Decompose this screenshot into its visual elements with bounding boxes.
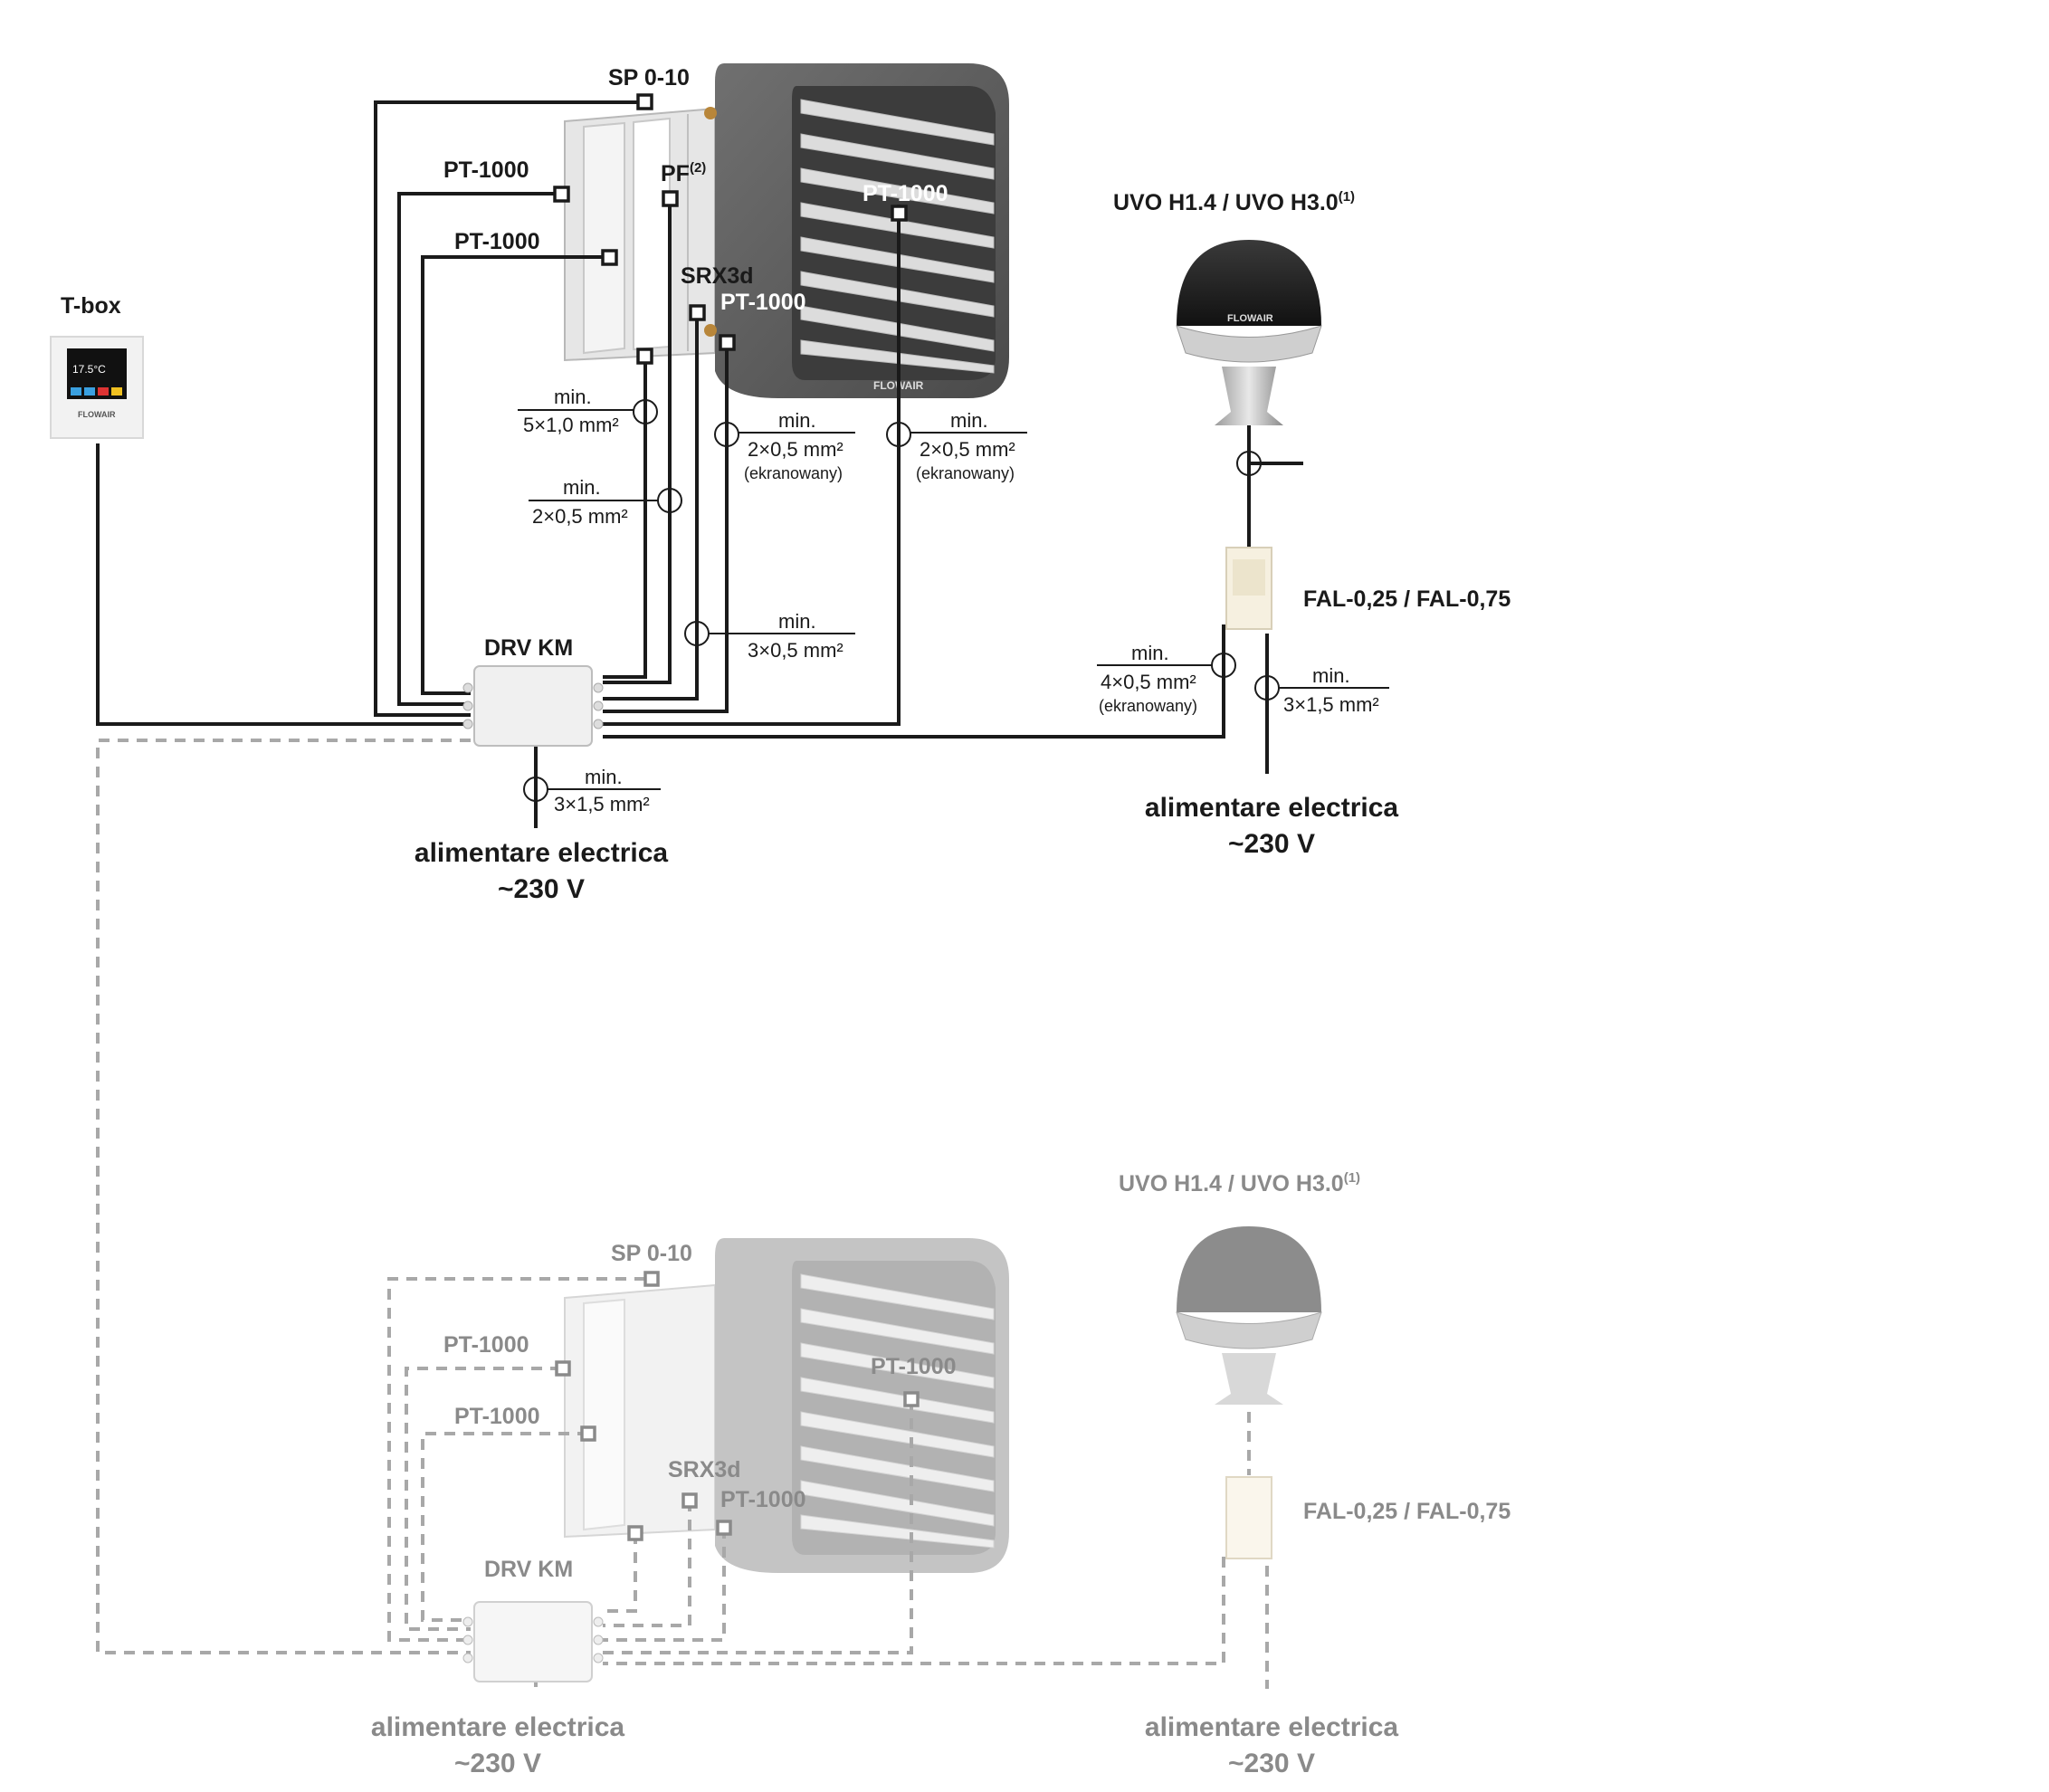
cable-annotation-c6: min. 3×1,5 mm² — [523, 766, 661, 815]
bottom-power-label-drv-l1: alimentare electrica — [371, 1712, 624, 1742]
sensor-pf — [662, 190, 679, 207]
bottom-drv-km-box: DRV KM — [462, 1557, 604, 1682]
svg-text:min.: min. — [563, 476, 601, 499]
cable-annotation-c8: min. 3×1,5 mm² — [1254, 664, 1389, 716]
power-label-drv-l1: alimentare electrica — [415, 838, 668, 868]
svg-text:min.: min. — [1131, 642, 1169, 664]
cable-annotation-c1: min. 5×1,0 mm² — [518, 386, 658, 436]
bottom-label-srx: SRX3d — [668, 1457, 741, 1482]
wire-pf — [603, 201, 672, 684]
svg-text:min.: min. — [554, 386, 592, 408]
bottom-label-pt1: PT-1000 — [443, 1332, 529, 1358]
svg-text:(ekranowany): (ekranowany) — [744, 464, 843, 482]
bottom-power-label-fal-l1: alimentare electrica — [1145, 1712, 1398, 1742]
svg-text:(ekranowany): (ekranowany) — [1099, 697, 1197, 715]
svg-text:min.: min. — [778, 409, 816, 432]
bottom-label-pt-heater: PT-1000 — [871, 1354, 957, 1379]
wire-link-systems — [96, 739, 471, 1654]
bottom-label-fal: FAL-0,25 / FAL-0,75 — [1303, 1499, 1511, 1524]
wire-pt-heater — [603, 205, 901, 726]
svg-text:3×1,5 mm²: 3×1,5 mm² — [1283, 693, 1379, 716]
wire-sp — [374, 100, 645, 717]
bottom-sensors — [555, 1271, 920, 1541]
wire-fal — [603, 624, 1225, 739]
power-label-drv-l2: ~230 V — [498, 874, 585, 904]
top-sensors — [553, 93, 908, 365]
sensor-pt1 — [553, 186, 570, 203]
top-system: FLOWAIR — [50, 63, 1511, 904]
bottom-system: SP 0-10 PT-1000 PT-1000 PT-1000 SRX3d PT… — [371, 1170, 1511, 1778]
bottom-power-label-fal-l2: ~230 V — [1228, 1749, 1315, 1778]
wire-frame-bottom — [603, 355, 647, 679]
svg-text:5×1,0 mm²: 5×1,0 mm² — [523, 414, 619, 436]
top-wiring — [96, 100, 1303, 828]
label-uvo: UVO H1.4 / UVO H3.0(1) — [1113, 189, 1355, 215]
bottom-uvo-roof-unit: UVO H1.4 / UVO H3.0(1) — [1119, 1170, 1360, 1405]
bottom-label-sp: SP 0-10 — [611, 1241, 692, 1266]
cable-annotation-c5: min. 3×0,5 mm² — [684, 610, 855, 662]
wire-srx — [603, 313, 699, 701]
label-tbox: T-box — [61, 293, 121, 319]
svg-text:min.: min. — [1312, 664, 1350, 687]
sensor-pt-heater — [891, 205, 908, 222]
label-pt-srx: PT-1000 — [720, 290, 806, 315]
svg-text:2×0,5 mm²: 2×0,5 mm² — [748, 438, 843, 461]
label-pt1: PT-1000 — [443, 157, 529, 183]
wire-tbox — [96, 443, 471, 726]
bottom-label-pt-srx: PT-1000 — [720, 1487, 806, 1512]
bottom-label-drv: DRV KM — [484, 1557, 573, 1582]
cable-annotation-c7: min. 4×0,5 mm² (ekranowany) — [1097, 642, 1236, 715]
tbox-temperature: 17.5°C — [72, 363, 106, 376]
fal-inverter: FAL-0,25 / FAL-0,75 — [1225, 547, 1511, 630]
svg-text:(ekranowany): (ekranowany) — [916, 464, 1015, 482]
sensor-srx — [689, 304, 706, 321]
sensor-pt2 — [601, 249, 618, 266]
drv-km-box: DRV KM — [462, 635, 604, 747]
uvo-brand-logo: FLOWAIR — [1227, 313, 1273, 324]
bottom-label-pt2: PT-1000 — [454, 1404, 540, 1429]
heater-unit: FLOWAIR — [704, 63, 1009, 398]
wire-pt1 — [397, 192, 561, 706]
sensor-sp — [636, 93, 653, 110]
power-label-fal-l2: ~230 V — [1228, 829, 1315, 859]
wire-pt2 — [421, 255, 609, 695]
svg-text:min.: min. — [950, 409, 988, 432]
svg-text:min.: min. — [778, 610, 816, 633]
label-srx: SRX3d — [681, 263, 754, 289]
svg-text:min.: min. — [585, 766, 623, 788]
svg-text:4×0,5 mm²: 4×0,5 mm² — [1101, 671, 1196, 693]
sensor-frame-bottom — [636, 348, 653, 365]
cable-annotation-c3: min. 2×0,5 mm² (ekranowany) — [714, 409, 855, 482]
label-drv: DRV KM — [484, 635, 573, 661]
tbox-controller: T-box 17.5°C FLOWAIR — [50, 293, 144, 439]
cable-annotation-c2: min. 2×0,5 mm² — [529, 476, 682, 528]
cable-annotation-c4: min. 2×0,5 mm² (ekranowany) — [886, 409, 1027, 482]
bottom-heater-frame — [564, 1283, 716, 1539]
wire-pt-srx — [603, 342, 729, 713]
bottom-label-uvo: UVO H1.4 / UVO H3.0(1) — [1119, 1170, 1360, 1196]
svg-text:2×0,5 mm²: 2×0,5 mm² — [532, 505, 628, 528]
bottom-power-label-drv-l2: ~230 V — [454, 1749, 541, 1778]
uvo-roof-unit: UVO H1.4 / UVO H3.0(1) FLOWAIR — [1113, 189, 1355, 425]
label-pf: PF(2) — [661, 160, 706, 186]
bottom-heater-unit — [715, 1238, 1009, 1573]
tbox-brand-logo: FLOWAIR — [78, 410, 116, 419]
cable-annotation-uvo — [1236, 451, 1262, 476]
svg-text:3×1,5 mm²: 3×1,5 mm² — [554, 793, 650, 815]
power-label-fal-l1: alimentare electrica — [1145, 793, 1398, 823]
label-pt2: PT-1000 — [454, 229, 540, 254]
svg-text:2×0,5 mm²: 2×0,5 mm² — [920, 438, 1015, 461]
label-sp: SP 0-10 — [608, 65, 690, 91]
heater-frame — [564, 107, 716, 362]
label-pt-heater: PT-1000 — [862, 181, 948, 206]
bottom-fal-inverter: FAL-0,25 / FAL-0,75 — [1225, 1476, 1511, 1559]
svg-text:3×0,5 mm²: 3×0,5 mm² — [748, 639, 843, 662]
label-fal: FAL-0,25 / FAL-0,75 — [1303, 586, 1511, 612]
sensor-pt-srx — [719, 334, 736, 351]
